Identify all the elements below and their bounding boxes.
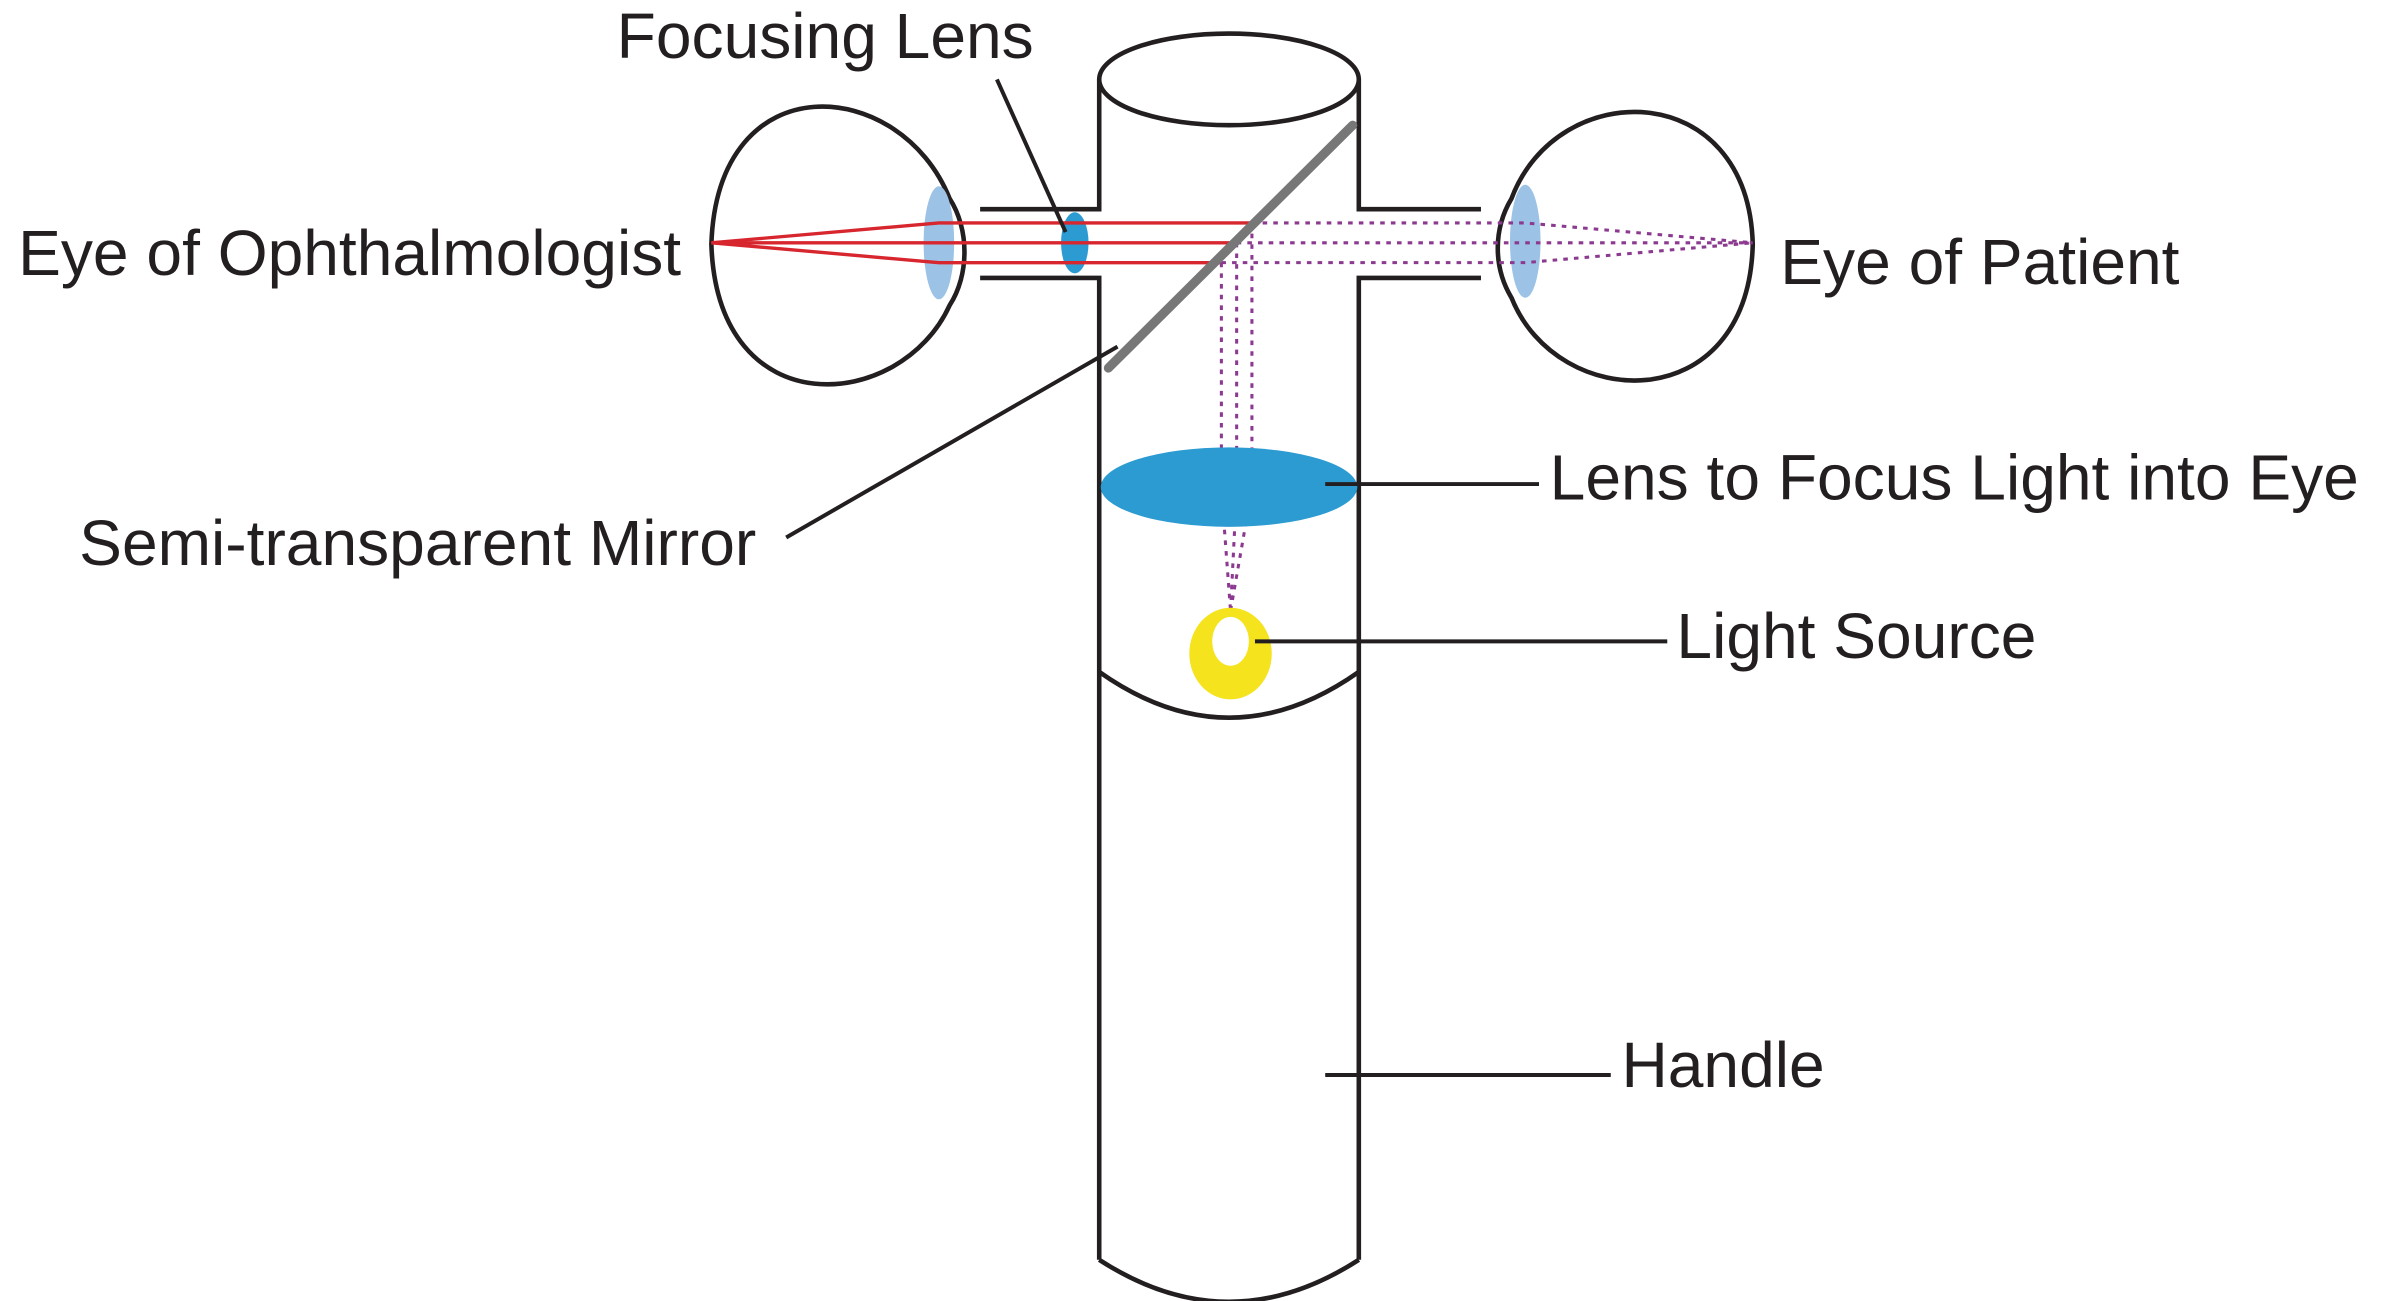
label-eye-patient: Eye of Patient (1780, 226, 2179, 298)
label-light-source: Light Source (1676, 600, 2036, 672)
cylinder-lower-sides (980, 275, 1481, 1260)
red-ray-top (711, 221, 1252, 245)
light-source-center (1212, 616, 1249, 666)
cylinder-top-ellipse (1096, 31, 1362, 128)
label-lens-focus: Lens to Focus Light into Eye (1550, 441, 2359, 513)
dotted-ray-vertical-3 (1219, 262, 1233, 611)
red-ray-bottom (711, 241, 1222, 265)
label-eye-ophthalmologist: Eye of Ophthalmologist (18, 217, 681, 289)
leader-focusing-lens (995, 78, 1068, 233)
dotted-ray-vertical-2 (1229, 242, 1239, 611)
label-mirror: Semi-transparent Mirror (79, 507, 756, 579)
eyeball-patient (1495, 109, 1756, 383)
dotted-rays (1219, 221, 1753, 612)
dotted-ray-bottom (1221, 241, 1753, 265)
semi-transparent-mirror (1103, 120, 1358, 373)
label-focusing-lens: Focusing Lens (617, 0, 1034, 72)
handle-cylinder (980, 31, 1481, 1301)
leader-mirror (785, 344, 1119, 540)
red-rays (711, 221, 1252, 265)
leader-lines (785, 78, 1668, 1077)
cylinder-upper-sides (980, 79, 1481, 212)
handle-joint-curve (1097, 670, 1361, 720)
label-handle: Handle (1621, 1029, 1824, 1101)
focus-light-lens (1100, 447, 1358, 527)
handle-bottom-curve (1097, 1257, 1361, 1301)
dotted-ray-vertical-1 (1229, 222, 1254, 612)
eyeball-ophthalmologist (709, 104, 967, 387)
